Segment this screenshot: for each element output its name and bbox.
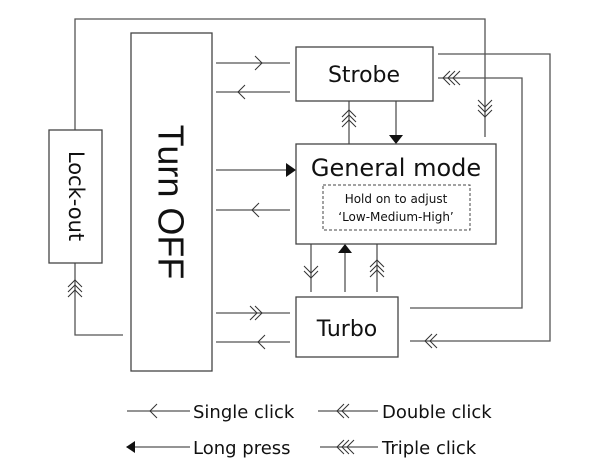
single-click-general-to-off-chevron-icon	[251, 202, 260, 218]
legend-single-click-chevron-icon	[149, 403, 158, 419]
triple-click-turbo-to-strobe-chevron-icon	[442, 70, 451, 86]
single-click-strobe-to-off-chevron-icon	[237, 84, 246, 100]
turbo-label: Turbo	[316, 317, 378, 342]
click-arrowheads	[67, 55, 493, 455]
turbo-box[interactable]	[295, 296, 399, 358]
turn-off-label: Turn OFF	[151, 125, 192, 280]
strobe-to-turbo-line	[410, 53, 551, 342]
strobe-box[interactable]	[295, 46, 434, 102]
triple-click-general-to-strobe-chevron-icon	[341, 119, 357, 128]
triple-click-to-lockout-chevron-icon	[67, 289, 83, 298]
triple-click-lockout-to-strobe-chevron-icon	[477, 99, 493, 108]
triple-click-to-lockout-chevron-icon	[67, 284, 83, 293]
legend-triple-click-chevron-icon	[346, 439, 355, 455]
long-press-arrowhead-up	[338, 244, 352, 253]
off-to-lockout-line	[74, 263, 123, 336]
triple-click-general-to-strobe-chevron-icon	[341, 114, 357, 123]
legend-double-click-chevron-icon	[336, 403, 345, 419]
turn-off-box[interactable]	[130, 32, 213, 372]
legend-triple-click-chevron-icon	[336, 439, 345, 455]
double-click-to-turbo-chevron-icon	[249, 305, 258, 321]
legend-long-press: Long press	[193, 438, 291, 459]
triple-click-turbo-to-general-chevron-icon	[369, 269, 385, 278]
legend-double-click: Double click	[382, 402, 492, 423]
legend-single-click: Single click	[193, 402, 295, 423]
double-click-general-to-turbo-chevron-icon	[303, 265, 319, 274]
general-note-box	[322, 184, 471, 231]
long-press-arrowhead-right	[286, 163, 296, 177]
triple-click-turbo-to-strobe-chevron-icon	[447, 70, 456, 86]
triple-click-turbo-to-general-chevron-icon	[369, 259, 385, 268]
legend-triple-click-chevron-icon	[341, 439, 350, 455]
triple-click-lockout-to-strobe-chevron-icon	[477, 104, 493, 113]
lock-out-label: Lock-out	[64, 151, 88, 241]
triple-click-turbo-to-strobe-chevron-icon	[452, 70, 461, 86]
single-click-to-strobe-chevron-icon	[254, 55, 263, 71]
triple-click-lockout-to-strobe-chevron-icon	[477, 109, 493, 118]
general-note-line1: Hold on to adjust	[345, 192, 448, 206]
strobe-label: Strobe	[328, 63, 400, 88]
single-click-turbo-to-off-chevron-icon	[257, 334, 266, 350]
legend-triple-click: Triple click	[381, 438, 477, 459]
double-click-strobe-to-turbo-chevron-icon	[429, 333, 438, 349]
double-click-general-to-turbo-chevron-icon	[303, 270, 319, 279]
double-click-strobe-to-turbo-chevron-icon	[424, 333, 433, 349]
triple-click-general-to-strobe-chevron-icon	[341, 109, 357, 118]
long-press-arrowhead-down	[389, 135, 403, 144]
legend-long-press-arrowhead	[126, 441, 135, 453]
general-note-line2: ‘Low-Medium-High’	[338, 210, 453, 224]
turbo-to-strobe-line	[410, 77, 523, 309]
triple-click-turbo-to-general-chevron-icon	[369, 264, 385, 273]
double-click-to-turbo-chevron-icon	[254, 305, 263, 321]
general-mode-label: General mode	[311, 154, 481, 182]
long-press-arrowheads	[126, 135, 403, 453]
legend-double-click-chevron-icon	[341, 403, 350, 419]
lock-out-box[interactable]	[48, 129, 103, 264]
connectors	[74, 18, 551, 448]
triple-click-to-lockout-chevron-icon	[67, 279, 83, 288]
general-mode-box[interactable]	[295, 143, 497, 245]
